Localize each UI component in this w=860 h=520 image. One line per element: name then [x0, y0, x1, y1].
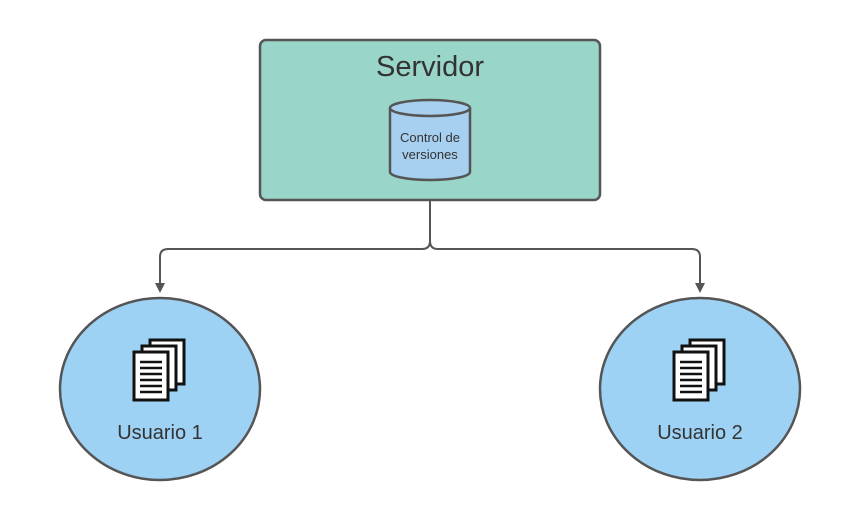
server-node: Servidor Control de versiones	[258, 38, 602, 202]
documents-icon	[672, 338, 726, 402]
database-icon	[388, 98, 472, 182]
connector-to-usuario-2	[429, 201, 705, 293]
user-label: Usuario 2	[657, 422, 743, 444]
database-label-line1: Control de	[400, 130, 460, 145]
documents-icon	[132, 338, 186, 402]
server-title: Servidor	[376, 51, 484, 83]
user-label: Usuario 1	[117, 422, 203, 444]
connectors	[155, 201, 705, 293]
user-node-2: Usuario 2	[598, 296, 802, 482]
user-node-1: Usuario 1	[58, 296, 262, 482]
database-label-line2: versiones	[402, 147, 458, 162]
connector-to-usuario-1	[155, 201, 431, 293]
